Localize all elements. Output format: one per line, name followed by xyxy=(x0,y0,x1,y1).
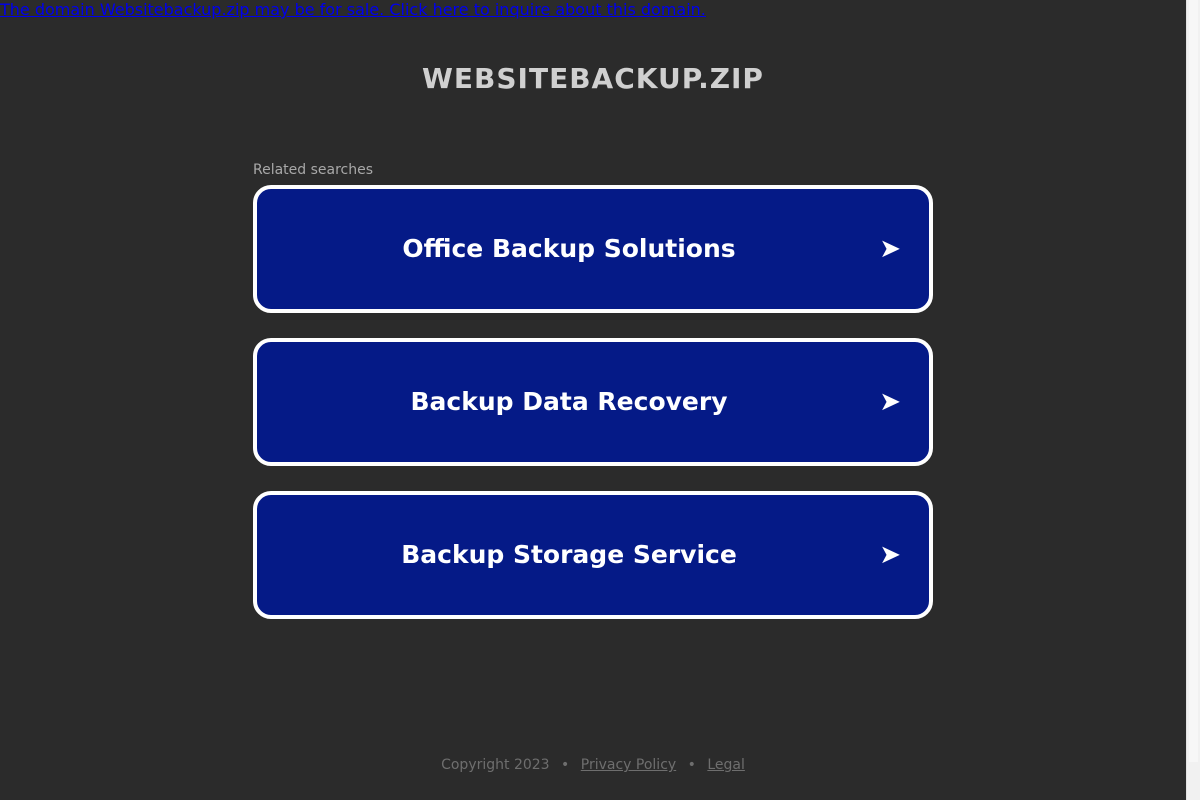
footer: Copyright 2023 • Privacy Policy • Legal xyxy=(0,757,1186,773)
related-search-label: Office Backup Solutions xyxy=(402,234,736,263)
arrow-right-icon: ➤ xyxy=(879,540,901,570)
arrow-right-icon: ➤ xyxy=(879,234,901,264)
related-searches-list: Office Backup Solutions ➤ Backup Data Re… xyxy=(253,185,933,644)
privacy-policy-link[interactable]: Privacy Policy xyxy=(580,757,677,773)
footer-separator: • xyxy=(687,757,696,773)
scrollbar-thumb[interactable] xyxy=(1189,0,1198,762)
footer-separator: • xyxy=(561,757,570,773)
copyright-text: Copyright 2023 xyxy=(441,757,550,773)
domain-sale-link[interactable]: The domain Websitebackup.zip may be for … xyxy=(0,0,706,19)
arrow-right-icon: ➤ xyxy=(879,387,901,417)
related-search-label: Backup Data Recovery xyxy=(410,387,728,416)
related-search-office-backup-solutions[interactable]: Office Backup Solutions ➤ xyxy=(253,185,933,313)
related-search-label: Backup Storage Service xyxy=(401,540,737,569)
vertical-scrollbar[interactable] xyxy=(1186,0,1200,800)
related-searches-heading: Related searches xyxy=(253,162,374,178)
legal-link[interactable]: Legal xyxy=(707,757,745,773)
related-search-backup-storage-service[interactable]: Backup Storage Service ➤ xyxy=(253,491,933,619)
related-search-backup-data-recovery[interactable]: Backup Data Recovery ➤ xyxy=(253,338,933,466)
site-title: WEBSITEBACKUP.ZIP xyxy=(422,62,764,95)
